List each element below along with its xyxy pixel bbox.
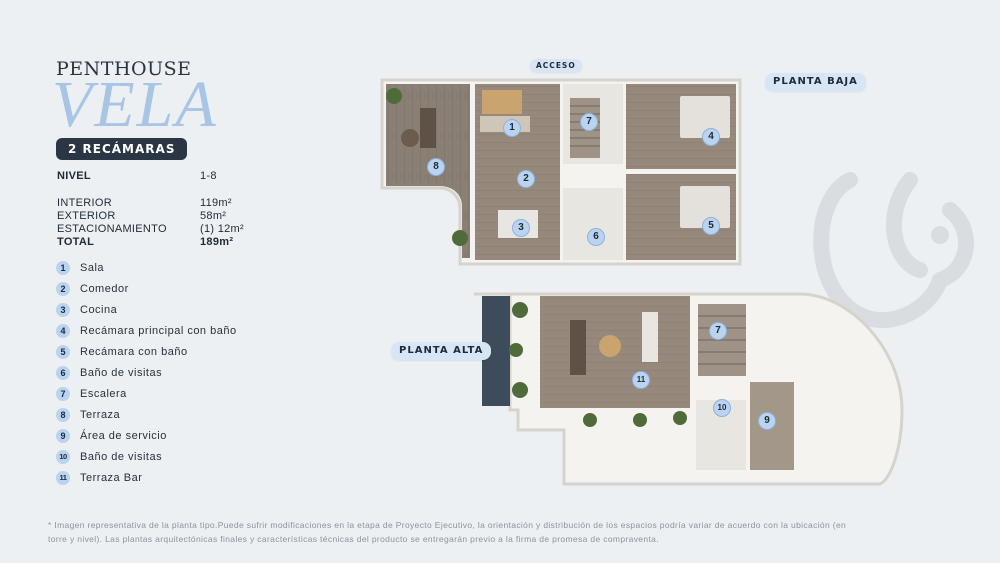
bedrooms-badge: 2 RECÁMARAS — [56, 138, 188, 160]
penthouse-eyebrow: PENTHOUSE — [56, 58, 192, 80]
spec-estacionamiento: ESTACIONAMIENTO (1) 12m² — [57, 223, 277, 236]
legend-number: 9 — [56, 428, 70, 443]
legend-item: 11 Terraza Bar — [56, 467, 237, 488]
legend-item: 6 Baño de visitas — [56, 362, 237, 383]
room-marker: 5 — [702, 217, 720, 235]
spec-label: EXTERIOR — [57, 210, 116, 222]
spec-interior: INTERIOR 119m² — [57, 197, 277, 210]
planta-baja-label: PLANTA BAJA — [765, 73, 866, 91]
room-marker: 1 — [503, 119, 521, 137]
legend-number: 8 — [56, 407, 70, 422]
legend-label: Terraza — [80, 408, 121, 421]
legend-item: 4 Recámara principal con baño — [56, 320, 237, 341]
legend-label: Terraza Bar — [80, 471, 143, 484]
room-marker: 11 — [632, 371, 650, 389]
spec-label: NIVEL — [57, 170, 91, 182]
legend-number: 6 — [56, 365, 70, 380]
legend-item: 2 Comedor — [56, 278, 237, 299]
legend-label: Escalera — [80, 387, 127, 400]
planta-baja-floorplan — [380, 78, 742, 266]
room-marker: 2 — [517, 170, 535, 188]
legend-item: 3 Cocina — [56, 299, 237, 320]
brand-watermark-logo — [813, 172, 974, 328]
disclaimer-footnote: * Imagen representativa de la planta tip… — [48, 520, 847, 544]
legend-label: Baño de visitas — [80, 450, 163, 463]
room-marker: 7 — [580, 113, 598, 131]
legend-item: 8 Terraza — [56, 404, 237, 425]
spec-nivel: NIVEL 1-8 — [57, 170, 277, 183]
project-title: VELA — [52, 68, 218, 141]
spec-total: TOTAL 189m² — [57, 236, 277, 249]
room-marker: 8 — [427, 158, 445, 176]
spec-label: INTERIOR — [57, 197, 112, 209]
legend-label: Área de servicio — [80, 429, 167, 442]
legend-item: 1 Sala — [56, 257, 237, 278]
legend-label: Recámara con baño — [80, 345, 188, 358]
spec-value: 119m² — [200, 197, 232, 209]
spec-value: 189m² — [200, 236, 234, 248]
spec-value: (1) 12m² — [200, 223, 244, 235]
acceso-label: ACCESO — [530, 59, 582, 72]
legend-number: 1 — [56, 260, 70, 275]
room-marker: 10 — [713, 399, 731, 417]
legend-label: Baño de visitas — [80, 366, 163, 379]
room-marker: 6 — [587, 228, 605, 246]
room-marker: 3 — [512, 219, 530, 237]
legend-item: 7 Escalera — [56, 383, 237, 404]
planta-alta-label: PLANTA ALTA — [391, 342, 492, 360]
specs-table: NIVEL 1-8 INTERIOR 119m² EXTERIOR 58m² E… — [57, 170, 277, 249]
legend-label: Recámara principal con baño — [80, 324, 237, 337]
room-marker: 9 — [758, 412, 776, 430]
room-marker: 7 — [709, 322, 727, 340]
legend-number: 5 — [56, 344, 70, 359]
spec-label: ESTACIONAMIENTO — [57, 223, 167, 235]
legend-label: Sala — [80, 261, 105, 274]
room-legend: 1 Sala 2 Comedor 3 Cocina 4 Recámara princip… — [56, 257, 237, 488]
legend-number: 2 — [56, 281, 70, 296]
spec-exterior: EXTERIOR 58m² — [57, 210, 277, 223]
legend-label: Cocina — [80, 303, 118, 316]
planta-alta-floorplan — [474, 292, 904, 486]
spec-value: 58m² — [200, 210, 227, 222]
legend-item: 9 Área de servicio — [56, 425, 237, 446]
spec-label: TOTAL — [57, 236, 95, 248]
spec-value: 1-8 — [200, 170, 217, 182]
room-marker: 4 — [702, 128, 720, 146]
legend-number: 11 — [56, 470, 70, 485]
legend-number: 10 — [56, 449, 70, 464]
legend-item: 5 Recámara con baño — [56, 341, 237, 362]
legend-label: Comedor — [80, 282, 129, 295]
legend-number: 3 — [56, 302, 70, 317]
legend-item: 10 Baño de visitas — [56, 446, 237, 467]
legend-number: 7 — [56, 386, 70, 401]
legend-number: 4 — [56, 323, 70, 338]
